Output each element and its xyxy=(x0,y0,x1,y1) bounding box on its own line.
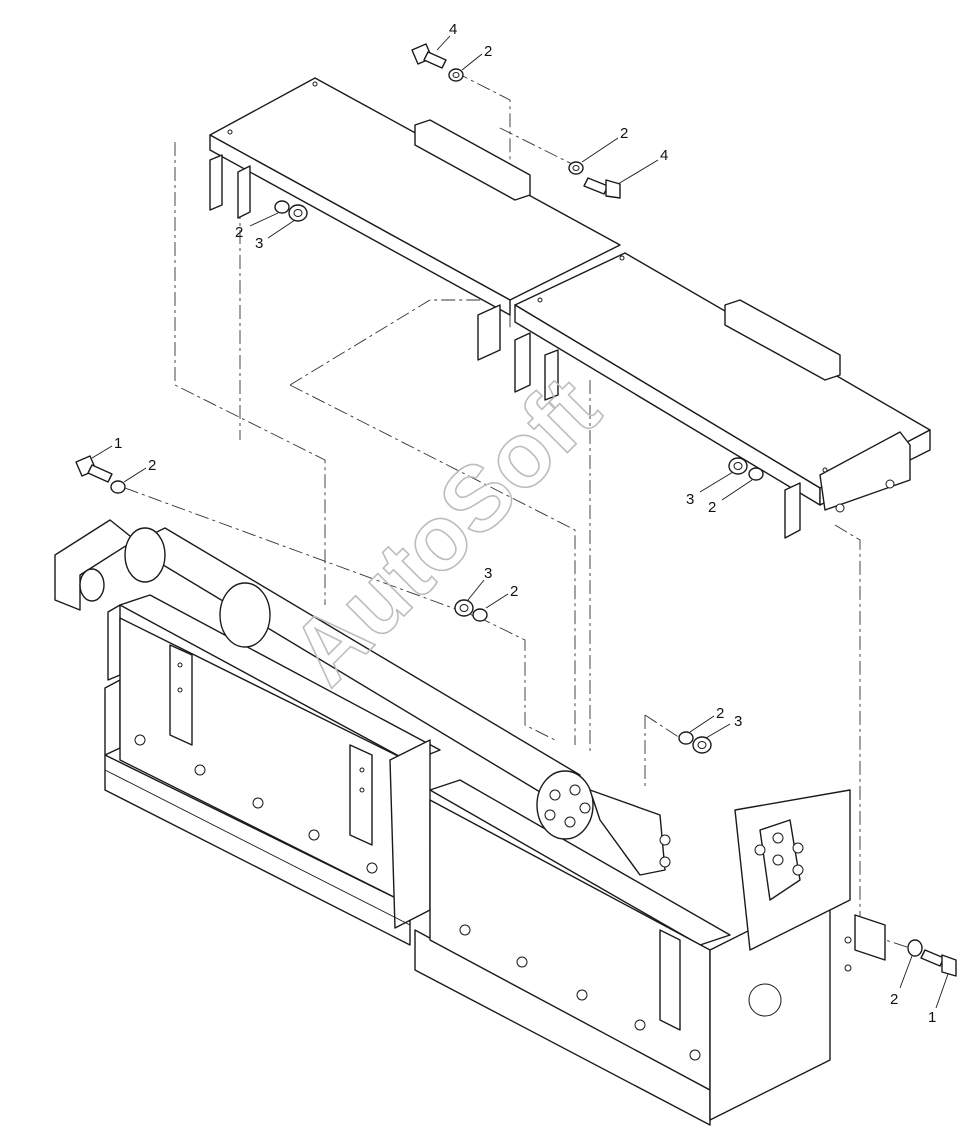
callout-2-top: 2 xyxy=(484,43,492,60)
upper-cover-left xyxy=(209,77,621,361)
washer-2-lower xyxy=(678,731,694,745)
callout-2-left: 2 xyxy=(148,457,156,474)
drive-shaft xyxy=(54,519,671,876)
callout-2-lower: 2 xyxy=(716,705,724,722)
washer-2-middle xyxy=(472,608,488,622)
callout-3-lower: 3 xyxy=(734,713,742,730)
bolt-4-right xyxy=(583,177,621,199)
washer-2-right-bottom xyxy=(907,939,923,957)
callout-3-right-upper: 3 xyxy=(686,491,694,508)
callout-2-right-bottom: 2 xyxy=(890,991,898,1008)
callout-3-middle: 3 xyxy=(484,565,492,582)
callout-3-left-upper: 3 xyxy=(255,235,263,252)
callout-4-right: 4 xyxy=(660,147,668,164)
bolt-1-right xyxy=(920,949,957,977)
leader-lines xyxy=(91,35,949,1009)
callout-2-middle: 2 xyxy=(510,583,518,600)
callout-labels: 4 2 2 4 2 3 1 2 3 2 3 2 2 3 2 1 xyxy=(114,21,936,1026)
callout-2-right-top: 2 xyxy=(620,125,628,142)
callout-1-left: 1 xyxy=(114,435,122,452)
washer-2-left-upper xyxy=(274,200,290,214)
washer-2-left xyxy=(110,480,126,494)
washer-2-right-upper xyxy=(748,467,764,481)
callout-2-left-upper: 2 xyxy=(235,224,243,241)
lower-frame-right xyxy=(414,779,886,1126)
callout-2-right-upper: 2 xyxy=(708,499,716,516)
upper-cover-right xyxy=(514,252,931,539)
callout-1-right: 1 xyxy=(928,1009,936,1026)
bolt-1-left xyxy=(75,455,113,483)
watermark-text: AutoSoft xyxy=(272,357,619,704)
assembly-guide-lines xyxy=(124,71,911,949)
lower-frame-left xyxy=(104,594,441,946)
bolt-4-top xyxy=(411,43,447,69)
callout-4-top: 4 xyxy=(449,21,457,38)
hardware xyxy=(75,43,957,977)
